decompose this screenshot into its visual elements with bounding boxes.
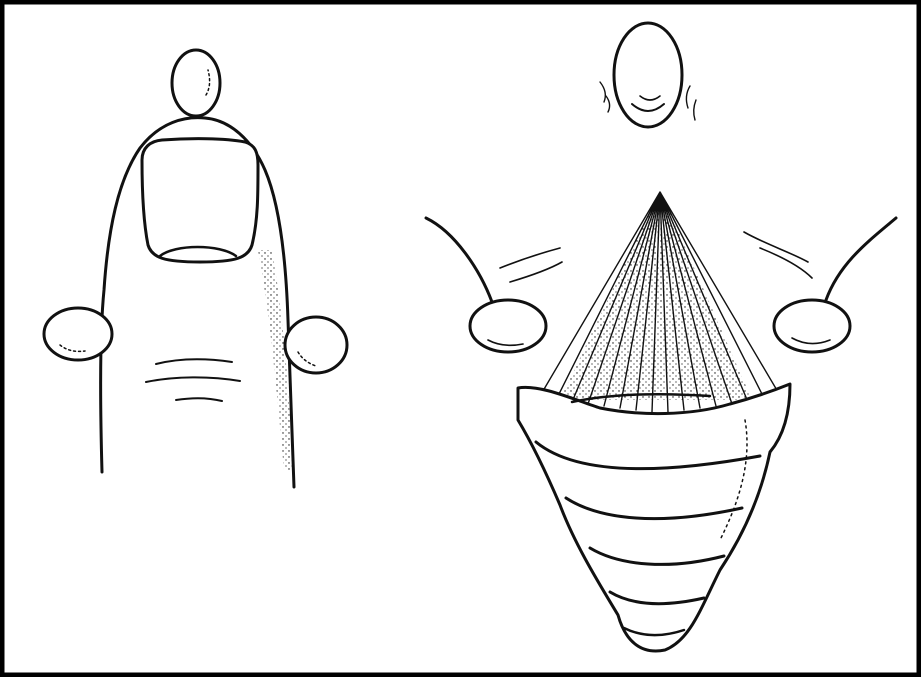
glottis-hatching: [540, 190, 778, 412]
nail-icon: [142, 139, 258, 262]
crease-2: [146, 377, 240, 382]
right-side-oval: [285, 317, 347, 373]
left-cartilage: [470, 300, 546, 352]
side-marks-right: [686, 86, 696, 120]
right-fold-line: [826, 218, 896, 300]
left-side-oval: [44, 308, 112, 360]
crease-1: [156, 359, 232, 364]
side-marks-left: [600, 82, 610, 112]
left-fold-line: [426, 218, 492, 302]
throat-panel: [426, 23, 896, 651]
crease-3: [176, 398, 222, 401]
left-fold-detail: [500, 248, 562, 282]
top-small-oval: [172, 50, 220, 116]
finger-panel: [44, 50, 347, 487]
right-fold-detail: [744, 232, 812, 278]
